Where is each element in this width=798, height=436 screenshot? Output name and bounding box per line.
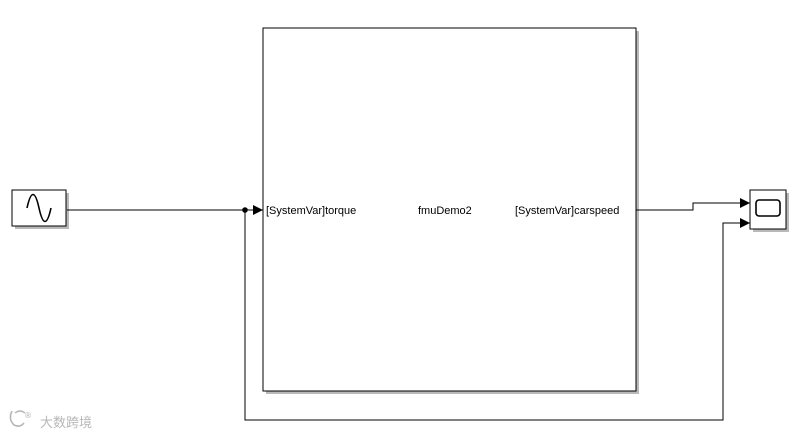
svg-text:®: ® bbox=[24, 411, 32, 420]
fmu-subsystem-block[interactable]: [SystemVar]torque fmuDemo2 [SystemVar]ca… bbox=[262, 27, 639, 394]
signal-line-branch-to-scope[interactable] bbox=[244, 210, 750, 421]
sine-wave-block[interactable] bbox=[11, 189, 69, 229]
watermark: ® 大数跨境 bbox=[9, 410, 92, 431]
input-port-label: [SystemVar]torque bbox=[266, 205, 356, 217]
watermark-text: 大数跨境 bbox=[40, 416, 92, 431]
sine-wave-icon bbox=[26, 193, 52, 223]
output-port-label: [SystemVar]carspeed bbox=[515, 205, 619, 217]
signal-line-carspeed-to-scope[interactable] bbox=[636, 198, 750, 211]
subsystem-name: fmuDemo2 bbox=[418, 205, 472, 217]
watermark-logo-icon: ® bbox=[9, 410, 32, 427]
scope-block[interactable] bbox=[749, 189, 789, 232]
scope-icon bbox=[755, 199, 781, 217]
